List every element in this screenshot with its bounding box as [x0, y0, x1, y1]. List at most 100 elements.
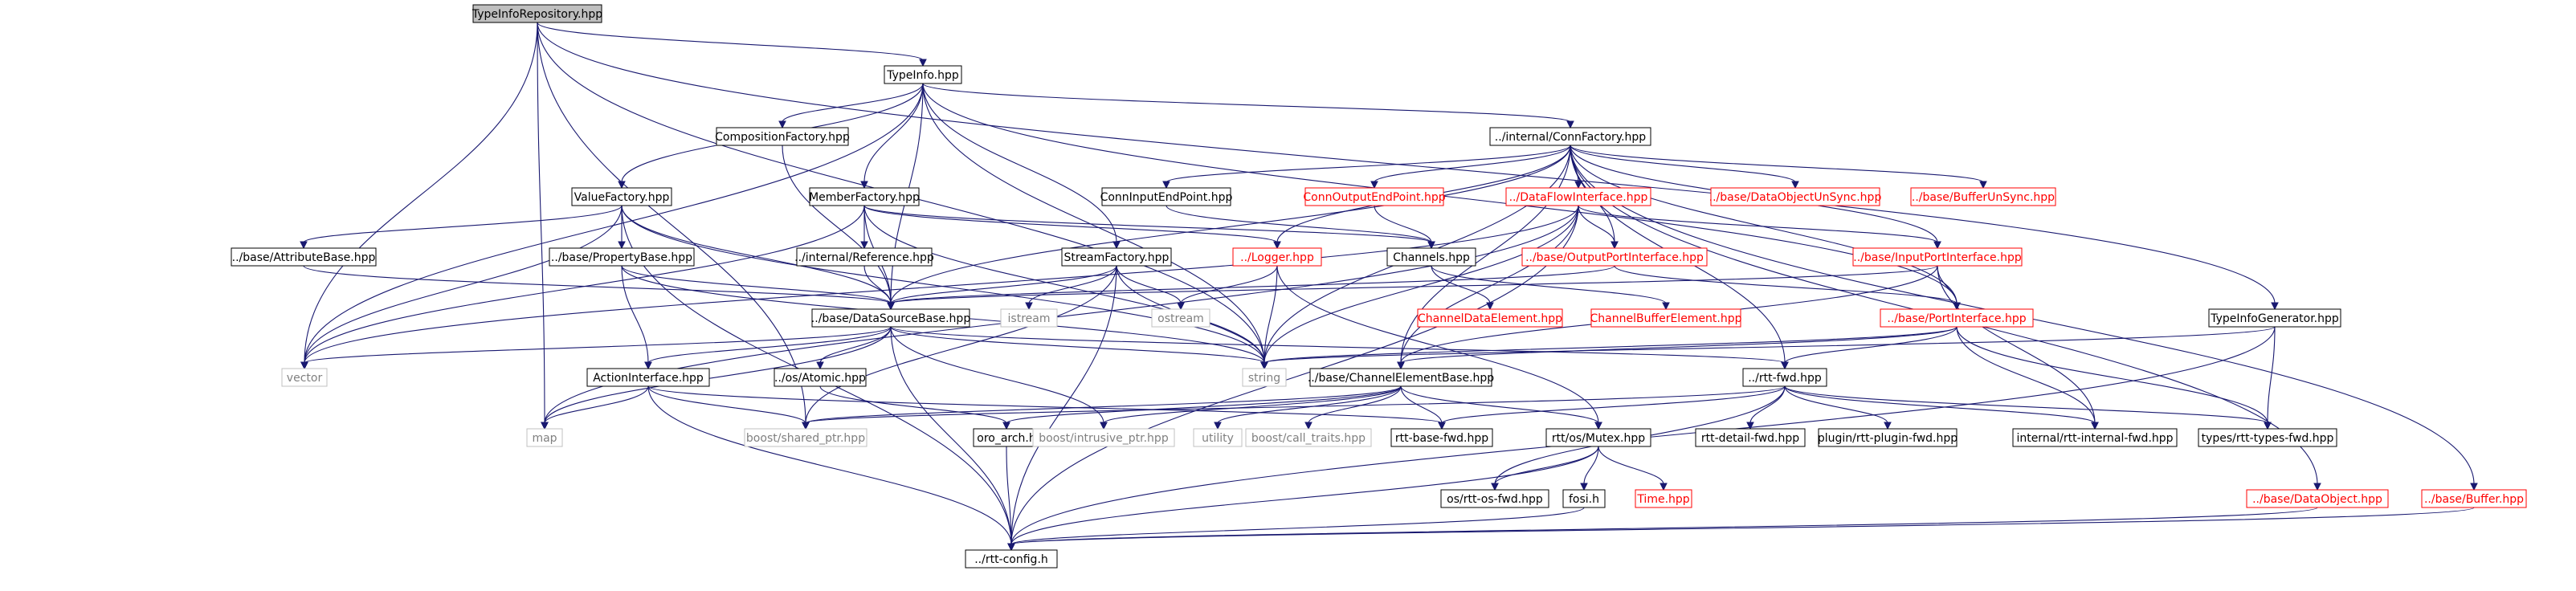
dependency-edge [647, 326, 892, 364]
dependency-edge [621, 265, 649, 364]
dependency-arrowhead [1953, 302, 1961, 311]
node-actionif[interactable]: ActionInterface.hpp [586, 368, 710, 387]
node-rttfwd[interactable]: ../rtt-fwd.hpp [1742, 368, 1827, 387]
node-valfact[interactable]: ValueFactory.hpp [571, 187, 672, 206]
node-label: ConnInputEndPoint.hpp [1100, 191, 1233, 204]
node-portif[interactable]: ../base/PortInterface.hpp [1880, 308, 2034, 328]
node-atomic[interactable]: ../os/Atomic.hpp [774, 368, 867, 387]
dependency-edge [890, 326, 1012, 545]
node-label: string [1248, 372, 1280, 385]
dependency-edge [1784, 385, 2268, 424]
dependency-arrowhead [887, 302, 895, 311]
node-pluginfwd[interactable]: plugin/rtt-plugin-fwd.hpp [1818, 428, 1958, 447]
dependency-arrowhead [1933, 241, 1941, 250]
node-layer: TypeInfoRepository.hppTypeInfo.hppCompos… [231, 4, 2527, 569]
node-box [1101, 187, 1231, 206]
node-dataobj[interactable]: ../base/DataObject.hpp [2246, 489, 2389, 508]
node-box [774, 368, 867, 387]
node-rttconfig[interactable]: ../rtt-config.h [965, 549, 1058, 569]
node-label: internal/rtt-internal-fwd.hpp [2016, 432, 2173, 445]
node-box [231, 247, 377, 267]
node-box [586, 368, 710, 387]
node-label: ../base/DataSourceBase.hpp [811, 312, 971, 325]
node-compfact[interactable]: CompositionFactory.hpp [715, 127, 850, 146]
node-box [1562, 489, 1606, 508]
node-internalfwd[interactable]: internal/rtt-internal-fwd.hpp [2012, 428, 2178, 447]
node-box [1032, 428, 1175, 447]
node-fosi[interactable]: fosi.h [1562, 489, 1606, 508]
dependency-arrowhead [1260, 361, 1268, 370]
node-connout[interactable]: ConnOutputEndPoint.hpp [1303, 187, 1446, 206]
node-label: Time.hpp [1636, 493, 1689, 506]
node-istream: istream [1000, 308, 1058, 328]
node-osfwd[interactable]: os/rtt-os-fwd.hpp [1440, 489, 1549, 508]
dependency-arrowhead [1214, 422, 1222, 430]
dependency-edge [922, 83, 1265, 364]
dependency-edge [1006, 446, 1012, 545]
dependency-edge [303, 205, 623, 243]
dependency-arrowhead [2470, 483, 2478, 491]
node-dataobjunsync[interactable]: ../base/DataObjectUnSync.hpp [1709, 187, 1882, 206]
dependency-arrowhead [1273, 241, 1281, 250]
node-attrbase[interactable]: ../base/AttributeBase.hpp [231, 247, 377, 267]
dependency-edge [890, 326, 1265, 364]
node-label: ChannelDataElement.hpp [1418, 312, 1562, 325]
node-label: vector [287, 372, 323, 385]
node-label: ../base/DataObject.hpp [2252, 493, 2382, 506]
dependency-edge [621, 265, 892, 304]
node-intref[interactable]: ../internal/Reference.hpp [794, 247, 934, 267]
node-box [1880, 308, 2034, 328]
node-label: ../Logger.hpp [1240, 251, 1314, 264]
node-datasrc[interactable]: ../base/DataSourceBase.hpp [811, 308, 971, 328]
dependency-edge [1264, 265, 1278, 364]
dependency-edge [1400, 145, 1571, 364]
node-box [2421, 489, 2527, 508]
node-connfact[interactable]: ../internal/ConnFactory.hpp [1489, 127, 1651, 146]
node-chanbuf[interactable]: ChannelBufferElement.hpp [1590, 308, 1742, 328]
node-label: Channels.hpp [1393, 251, 1470, 264]
node-streamfact[interactable]: StreamFactory.hpp [1061, 247, 1172, 267]
node-label: plugin/rtt-plugin-fwd.hpp [1818, 432, 1958, 445]
dependency-edge [1784, 326, 1958, 364]
dependency-edge [304, 205, 1579, 364]
node-inport[interactable]: ../base/InputPortInterface.hpp [1852, 247, 2023, 267]
node-propbase[interactable]: ../base/PropertyBase.hpp [549, 247, 695, 267]
node-typegen[interactable]: TypeInfoGenerator.hpp [2208, 308, 2341, 328]
node-outport[interactable]: ../base/OutputPortInterface.hpp [1521, 247, 1708, 267]
node-time[interactable]: Time.hpp [1635, 489, 1692, 508]
dependency-edge [1116, 265, 1182, 304]
node-root[interactable]: TypeInfoRepository.hpp [472, 4, 602, 23]
node-box [1390, 428, 1493, 447]
node-mutex[interactable]: rtt/os/Mutex.hpp [1545, 428, 1651, 447]
node-typesfwd[interactable]: types/rtt-types-fwd.hpp [2198, 428, 2337, 447]
node-buffer[interactable]: ../base/Buffer.hpp [2421, 489, 2527, 508]
dependency-edge [1180, 265, 1278, 304]
dependency-edge [304, 205, 623, 364]
dependency-edge [1010, 446, 1599, 545]
node-channels[interactable]: Channels.hpp [1386, 247, 1476, 267]
node-bufunsync[interactable]: ../base/BufferUnSync.hpp [1910, 187, 2056, 206]
dependency-arrowhead [816, 361, 824, 370]
node-connin[interactable]: ConnInputEndPoint.hpp [1100, 187, 1233, 206]
node-dataflow[interactable]: ../DataFlowInterface.hpp [1505, 187, 1651, 206]
node-typeinfo[interactable]: TypeInfo.hpp [884, 65, 962, 84]
node-memfact[interactable]: MemberFactory.hpp [809, 187, 920, 206]
node-label: rtt/os/Mutex.hpp [1552, 432, 1645, 445]
node-chanelem[interactable]: ../base/ChannelElementBase.hpp [1308, 368, 1494, 387]
dependency-edge [1937, 265, 2096, 424]
dependency-edge [1010, 205, 1579, 545]
dependency-arrowhead [1746, 422, 1754, 430]
dependency-arrowhead [860, 181, 868, 190]
node-chandata[interactable]: ChannelDataElement.hpp [1417, 308, 1563, 328]
dependency-arrowhead [1781, 361, 1789, 370]
dependency-edge [805, 385, 1402, 424]
node-basefwd[interactable]: rtt-base-fwd.hpp [1390, 428, 1493, 447]
dependency-edge [1006, 385, 1402, 424]
node-box [1151, 308, 1210, 328]
node-detailfwd[interactable]: rtt-detail-fwd.hpp [1695, 428, 1806, 447]
dependency-edge [1937, 265, 1958, 304]
node-oroarch[interactable]: oro_arch.h [973, 428, 1040, 447]
node-box [2246, 489, 2389, 508]
node-logger[interactable]: ../Logger.hpp [1232, 247, 1322, 267]
node-box [1440, 489, 1549, 508]
